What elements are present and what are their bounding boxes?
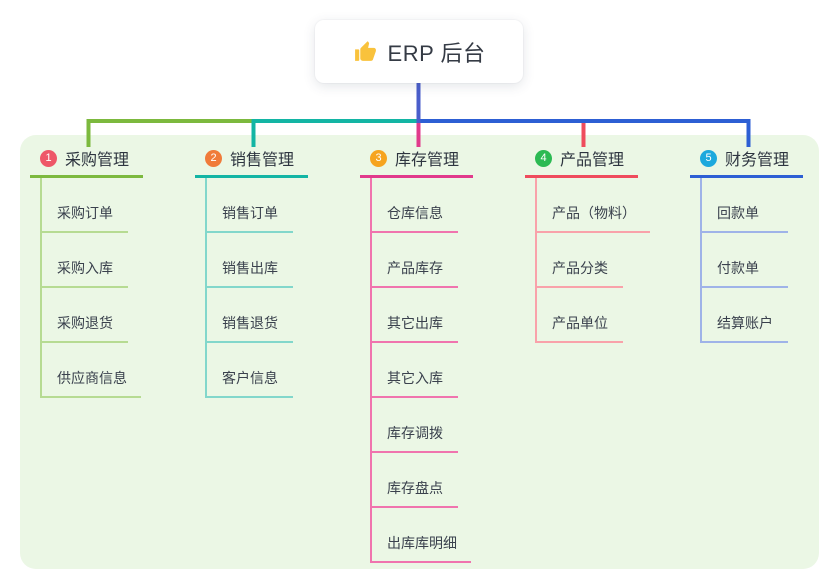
branch-index-badge: 3 (370, 149, 387, 167)
child-node[interactable]: 回款单 (702, 178, 788, 233)
branches-background-panel (20, 135, 819, 569)
branch-header-node[interactable]: 3 库存管理 (360, 148, 473, 178)
child-node[interactable]: 供应商信息 (42, 343, 141, 398)
child-node[interactable]: 结算账户 (702, 288, 788, 343)
branch-children-list: 采购订单采购入库采购退货供应商信息 (40, 178, 190, 398)
branch-children-list: 仓库信息产品库存其它出库其它入库库存调拨库存盘点出库库明细 (370, 178, 520, 563)
root-node-title: ERP 后台 (387, 40, 486, 66)
child-node[interactable]: 采购入库 (42, 233, 128, 288)
child-node[interactable]: 出库库明细 (372, 508, 471, 563)
branch-label: 产品管理 (560, 152, 625, 169)
child-node[interactable]: 库存盘点 (372, 453, 458, 508)
child-node[interactable]: 客户信息 (207, 343, 293, 398)
branch-column-5: 5 财务管理 回款单付款单结算账户 (690, 148, 839, 343)
child-node[interactable]: 其它出库 (372, 288, 458, 343)
child-node[interactable]: 产品（物料） (537, 178, 650, 233)
branch-column-1: 1 采购管理 采购订单采购入库采购退货供应商信息 (30, 148, 190, 398)
branch-children-list: 回款单付款单结算账户 (700, 178, 839, 343)
child-node[interactable]: 采购订单 (42, 178, 128, 233)
child-node[interactable]: 销售订单 (207, 178, 293, 233)
branch-column-3: 3 库存管理 仓库信息产品库存其它出库其它入库库存调拨库存盘点出库库明细 (360, 148, 520, 563)
child-node[interactable]: 销售退货 (207, 288, 293, 343)
child-node[interactable]: 产品单位 (537, 288, 623, 343)
branch-index-badge: 2 (205, 149, 222, 167)
branch-column-2: 2 销售管理 销售订单销售出库销售退货客户信息 (195, 148, 355, 398)
branch-header-node[interactable]: 5 财务管理 (690, 148, 803, 178)
branch-header-node[interactable]: 1 采购管理 (30, 148, 143, 178)
branch-header-node[interactable]: 4 产品管理 (525, 148, 638, 178)
child-node[interactable]: 其它入库 (372, 343, 458, 398)
branch-label: 库存管理 (395, 152, 460, 169)
branch-label: 财务管理 (725, 152, 790, 169)
branch-label: 销售管理 (230, 152, 295, 169)
child-node[interactable]: 产品分类 (537, 233, 623, 288)
child-node[interactable]: 销售出库 (207, 233, 293, 288)
branch-header-node[interactable]: 2 销售管理 (195, 148, 308, 178)
branch-column-4: 4 产品管理 产品（物料）产品分类产品单位 (525, 148, 685, 343)
child-node[interactable]: 产品库存 (372, 233, 458, 288)
branch-children-list: 销售订单销售出库销售退货客户信息 (205, 178, 355, 398)
child-node[interactable]: 付款单 (702, 233, 788, 288)
child-node[interactable]: 库存调拨 (372, 398, 458, 453)
child-node[interactable]: 仓库信息 (372, 178, 458, 233)
child-node[interactable]: 采购退货 (42, 288, 128, 343)
branch-label: 采购管理 (65, 152, 130, 169)
branch-index-badge: 5 (700, 149, 717, 167)
branch-children-list: 产品（物料）产品分类产品单位 (535, 178, 685, 343)
branch-index-badge: 4 (535, 149, 552, 167)
branch-index-badge: 1 (40, 149, 57, 167)
thumbs-up-icon (354, 41, 376, 61)
root-node-erp[interactable]: ERP 后台 (315, 20, 523, 83)
